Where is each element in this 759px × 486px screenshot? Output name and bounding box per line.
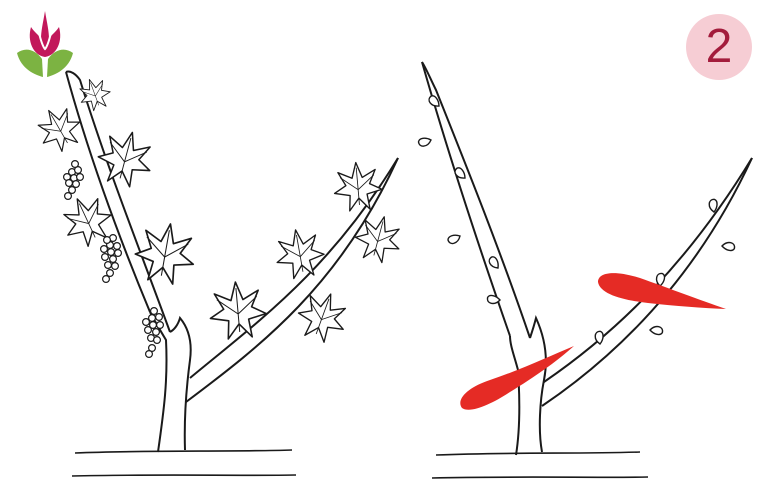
ground-line	[72, 475, 296, 476]
vine-bud	[489, 256, 499, 269]
step-number: 2	[706, 23, 733, 71]
vine-leaf	[332, 161, 384, 213]
step-number-badge: 2	[686, 14, 752, 80]
vine-leaf	[31, 100, 88, 157]
vine-leaf	[272, 226, 327, 281]
grape-cluster	[101, 235, 122, 283]
vine-bud	[454, 166, 466, 180]
vine-bud	[448, 235, 460, 243]
vine-trunk	[170, 318, 191, 450]
cane-right	[544, 158, 752, 382]
grape-cluster	[143, 308, 164, 358]
vine-bud	[593, 330, 605, 344]
vine-leaf	[292, 286, 353, 347]
cut-mark	[460, 346, 574, 410]
vine-leaf	[207, 280, 268, 341]
vine-leaf	[131, 219, 199, 287]
vine-trunk	[510, 336, 519, 455]
vine-leaf	[351, 211, 406, 266]
vine-with-leaves-and-grapes	[31, 71, 406, 476]
tulip-logo-icon	[17, 11, 73, 77]
shoot-left	[66, 71, 170, 332]
ground-line	[75, 450, 292, 453]
grape-cluster	[64, 161, 84, 200]
vine-bud	[722, 240, 737, 253]
vine-bud	[650, 324, 665, 337]
vine-leaf	[93, 126, 158, 191]
ground-line	[436, 452, 640, 455]
vine-bud	[418, 137, 431, 147]
ground-line	[432, 477, 648, 478]
vine-trunk	[530, 318, 546, 452]
vine-pruning-cuts	[418, 62, 752, 478]
